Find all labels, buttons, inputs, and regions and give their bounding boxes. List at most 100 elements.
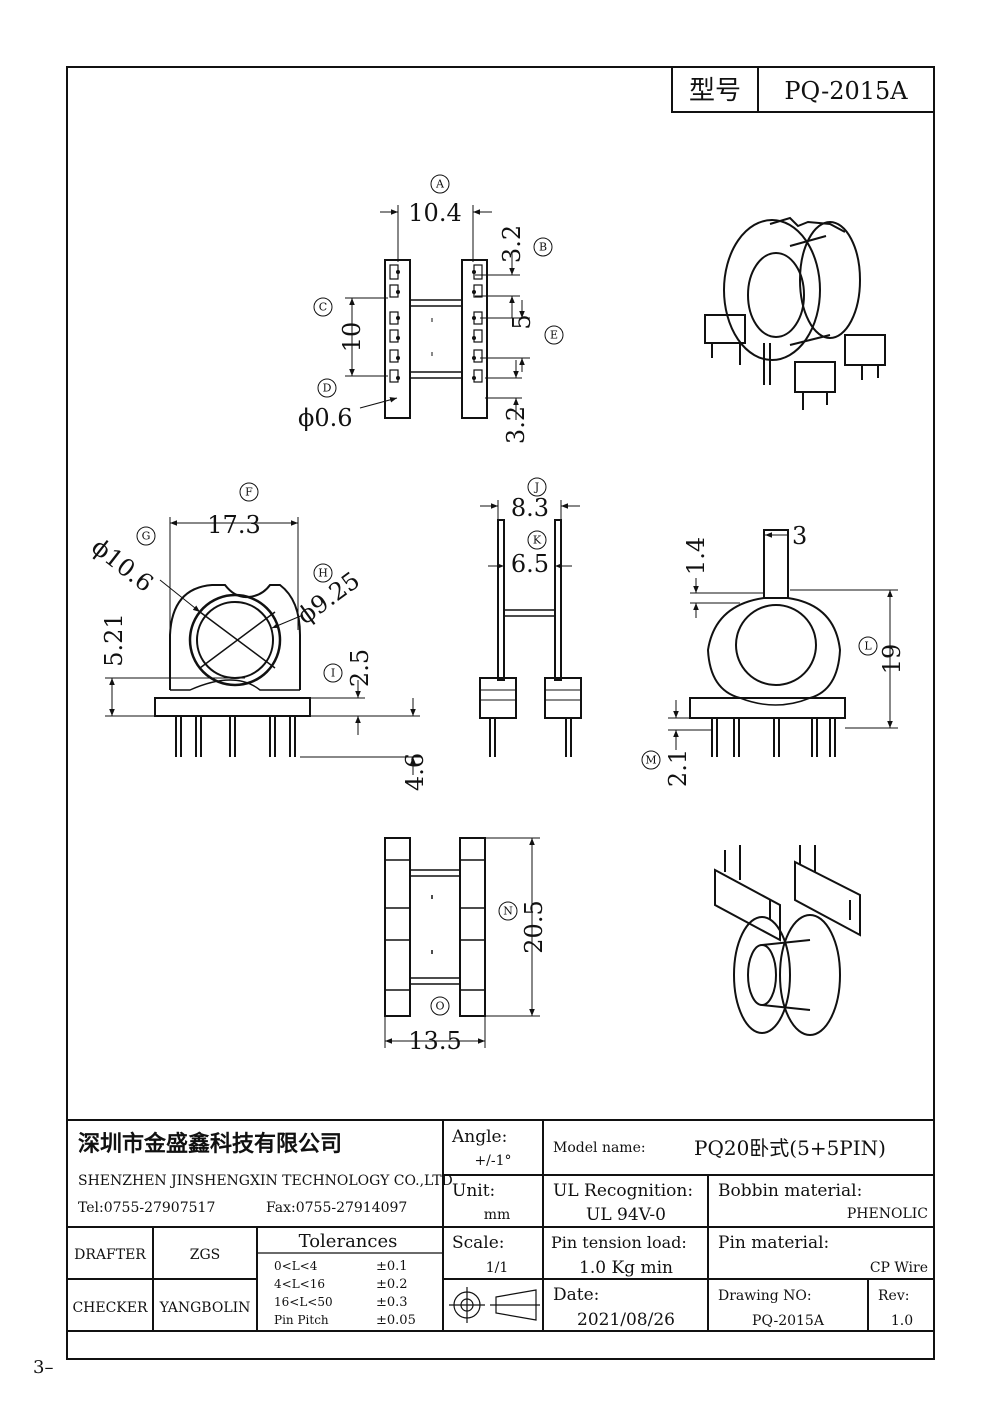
dim-inner-diameter: ϕ9.25 xyxy=(292,566,365,630)
svg-text:L: L xyxy=(864,640,872,653)
svg-text:H: H xyxy=(318,567,328,580)
tolerance-value-2: ±0.2 xyxy=(376,1277,408,1292)
tolerance-range-4: Pin Pitch xyxy=(274,1313,329,1327)
title-block: 深圳市金盛鑫科技有限公司 SHENZHEN JINSHENGXIN TECHNO… xyxy=(67,1119,934,1332)
svg-text:I: I xyxy=(331,667,335,680)
tolerance-range-1: 0<L<4 xyxy=(274,1259,318,1273)
dim-top-width: 10.4 xyxy=(408,199,461,227)
company-tel: Tel:0755-27907517 xyxy=(78,1200,215,1216)
page-number: 3– xyxy=(33,1357,53,1378)
dim-rear-slot-width: 3 xyxy=(792,522,807,550)
svg-text:G: G xyxy=(142,530,151,543)
svg-text:D: D xyxy=(323,382,332,395)
dim-front-width: 17.3 xyxy=(207,511,260,539)
callout-labels: A B C D E F G H I J K L M N O xyxy=(136,174,878,1016)
svg-text:E: E xyxy=(550,329,558,342)
company-name-en: SHENZHEN JINSHENGXIN TECHNOLOGY CO.,LTD xyxy=(78,1173,453,1189)
pin-tension-label: Pin tension load: xyxy=(551,1233,687,1252)
checker-label: CHECKER xyxy=(72,1300,148,1316)
dim-rear-pin-offset: 2.1 xyxy=(664,749,692,787)
dim-top-pin-offset-bottom: 3.2 xyxy=(502,406,530,444)
callout-k: K xyxy=(527,530,547,550)
isometric-view-top xyxy=(704,216,886,410)
svg-text:M: M xyxy=(645,754,656,767)
dim-bottom-width: 13.5 xyxy=(408,1027,461,1055)
rear-view-dims: 3 1.4 19 2.1 xyxy=(664,522,906,787)
checker-name: YANGBOLIN xyxy=(159,1300,251,1316)
dim-side-inner: 6.5 xyxy=(511,550,549,578)
dim-top-row-spacing: 10 xyxy=(338,322,366,353)
top-view: 10.4 3.2 10 5 3.2 ϕ0.6 xyxy=(298,199,536,444)
scale-label: Scale: xyxy=(452,1233,505,1253)
tolerance-range-3: 16<L<50 xyxy=(274,1295,333,1309)
front-view: 17.3 ϕ10.6 ϕ9.25 5.21 2.5 4.6 xyxy=(86,511,429,791)
unit-value: mm xyxy=(484,1207,511,1223)
date-value: 2021/08/26 xyxy=(577,1310,675,1330)
svg-text:O: O xyxy=(435,1000,444,1013)
callout-l: L xyxy=(858,636,878,656)
pin-material-label: Pin material: xyxy=(718,1233,829,1253)
dim-side-outer: 8.3 xyxy=(511,494,549,522)
tolerance-value-1: ±0.1 xyxy=(376,1259,408,1274)
tolerance-range-2: 4<L<16 xyxy=(274,1277,325,1291)
date-label: Date: xyxy=(553,1285,599,1305)
dim-pin-length: 4.6 xyxy=(401,753,429,791)
unit-label: Unit: xyxy=(452,1181,495,1201)
bobbin-material-label: Bobbin material: xyxy=(718,1181,862,1201)
svg-text:N: N xyxy=(503,905,513,918)
svg-text:K: K xyxy=(533,534,542,547)
rev-value: 1.0 xyxy=(891,1313,913,1329)
dim-rear-slot-depth: 1.4 xyxy=(682,537,710,575)
side-view xyxy=(479,519,582,757)
callout-i: I xyxy=(323,663,343,683)
dim-flange-gap: 2.5 xyxy=(346,649,374,687)
svg-text:F: F xyxy=(245,486,253,499)
dim-front-height: 5.21 xyxy=(100,613,128,666)
svg-text:A: A xyxy=(435,178,445,191)
callout-n: N xyxy=(498,901,518,921)
rev-label: Rev: xyxy=(878,1288,909,1304)
bottom-view-dims: 20.5 13.5 xyxy=(384,837,548,1055)
dim-rear-height: 19 xyxy=(878,644,906,675)
drawing-border xyxy=(66,66,935,1360)
callout-a: A xyxy=(430,174,450,194)
svg-text:J: J xyxy=(534,481,539,494)
callout-b: B xyxy=(533,237,553,257)
company-name-cn: 深圳市金盛鑫科技有限公司 xyxy=(78,1131,342,1157)
callout-d: D xyxy=(317,378,337,398)
pin-tension-value: 1.0 Kg min xyxy=(579,1258,673,1278)
model-value: PQ-2015A xyxy=(784,77,908,105)
callout-f: F xyxy=(239,482,259,502)
model-name-value: PQ20卧式(5+5PIN) xyxy=(694,1136,886,1160)
callout-g: G xyxy=(136,526,156,546)
callout-m: M xyxy=(641,750,661,770)
rear-view xyxy=(689,529,846,757)
bobbin-material-value: PHENOLIC xyxy=(847,1206,928,1222)
callout-j: J xyxy=(527,477,547,497)
svg-text:B: B xyxy=(539,241,547,254)
tolerance-value-3: ±0.3 xyxy=(376,1295,408,1310)
tolerances-title: Tolerances xyxy=(299,1231,398,1252)
callout-h: H xyxy=(313,563,333,583)
model-name-label: Model name: xyxy=(553,1140,646,1156)
drawing-no-value: PQ-2015A xyxy=(752,1313,825,1329)
scale-value: 1/1 xyxy=(486,1260,509,1276)
callout-e: E xyxy=(544,325,564,345)
tolerance-value-4: ±0.05 xyxy=(376,1313,416,1328)
svg-text:C: C xyxy=(319,301,327,314)
company-fax: Fax:0755-27914097 xyxy=(266,1200,407,1216)
drafter-label: DRAFTER xyxy=(74,1247,146,1263)
drawing-no-label: Drawing NO: xyxy=(718,1288,812,1304)
dim-top-pin-offset: 3.2 xyxy=(498,225,526,263)
projection-symbol-icon xyxy=(449,1287,540,1323)
dim-pin-diameter: ϕ0.6 xyxy=(298,404,353,432)
ul-recognition-value: UL 94V-0 xyxy=(586,1205,666,1225)
angle-label: Angle: xyxy=(451,1127,507,1147)
callout-c: C xyxy=(313,297,333,317)
pin-material-value: CP Wire xyxy=(870,1260,928,1276)
dim-top-mid-spacing: 5 xyxy=(508,314,536,329)
isometric-view-bottom xyxy=(714,845,861,1036)
callout-o: O xyxy=(430,996,450,1016)
bottom-view xyxy=(384,837,486,1017)
